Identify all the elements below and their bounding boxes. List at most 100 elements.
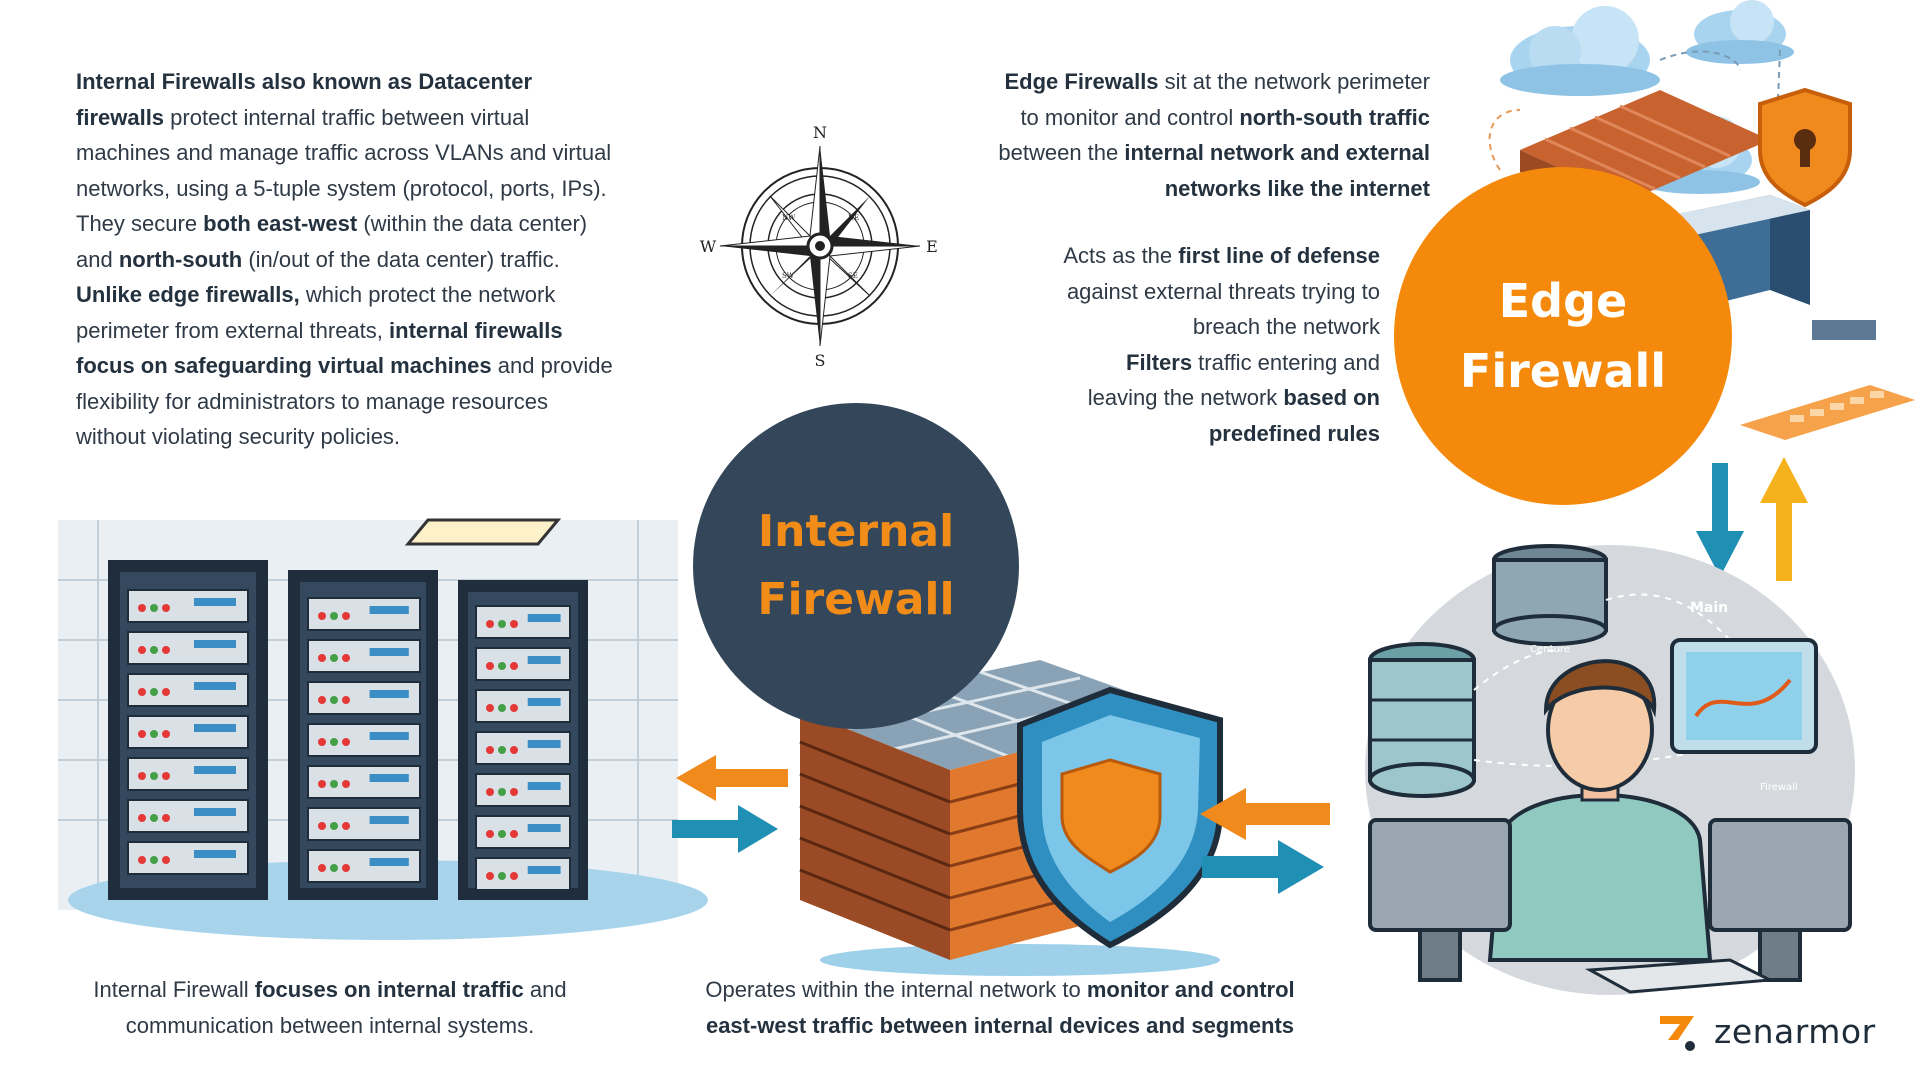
bold-text: predefined rules xyxy=(1208,420,1380,446)
status-led xyxy=(150,688,158,696)
text-line: without violating security policies. xyxy=(76,419,660,455)
server-unit-display xyxy=(527,698,561,706)
server-unit xyxy=(127,673,249,707)
edge-firewall-title-line1: Edge xyxy=(1498,274,1628,328)
keyboard-icon-2 xyxy=(1584,958,1776,994)
database-icon xyxy=(1368,642,1476,798)
status-led xyxy=(138,646,146,654)
status-led xyxy=(498,830,506,838)
status-led xyxy=(342,654,350,662)
status-led xyxy=(498,746,506,754)
bold-text: north-south xyxy=(118,246,243,272)
text: sit at the network perimeter xyxy=(1158,69,1430,94)
dashboard-screen-icon xyxy=(1670,638,1818,754)
edge-firewall-description: Edge Firewalls sit at the network perime… xyxy=(950,64,1430,206)
text: protect internal traffic between virtual xyxy=(164,104,530,130)
bold-text: monitor and control xyxy=(1086,977,1295,1002)
status-led xyxy=(486,620,494,628)
text-line: and north-south (in/out of the data cent… xyxy=(76,242,660,278)
server-unit-display xyxy=(194,808,236,816)
status-led xyxy=(330,864,338,872)
text: and provide xyxy=(491,353,613,378)
status-led xyxy=(162,772,170,780)
server-unit-display xyxy=(527,656,561,664)
status-led xyxy=(510,620,518,628)
edge-firewall-features: Acts as the first line of defense against… xyxy=(980,238,1380,451)
firewall-label: Firewall xyxy=(1760,782,1798,793)
keyboard-icon xyxy=(1740,385,1915,440)
status-led xyxy=(138,604,146,612)
bold-text: east-west traffic between internal devic… xyxy=(705,1012,1295,1038)
status-led xyxy=(498,872,506,880)
text-line: predefined rules xyxy=(980,416,1380,452)
text-line: Internal Firewall focuses on internal tr… xyxy=(60,972,600,1008)
text-line: east-west traffic between internal devic… xyxy=(660,1008,1340,1044)
mortar-line xyxy=(799,868,951,932)
status-led xyxy=(498,704,506,712)
status-led xyxy=(162,814,170,822)
status-led xyxy=(150,646,158,654)
bold-text: based on xyxy=(1283,385,1380,410)
down-arrow-icon xyxy=(1696,463,1744,577)
text-line: firewalls protect internal traffic betwe… xyxy=(76,100,660,136)
text-line: machines and manage traffic across VLANs… xyxy=(76,135,660,171)
server-unit-display xyxy=(194,766,236,774)
server-unit-display xyxy=(194,724,236,732)
text: machines and manage traffic across VLANs… xyxy=(76,140,612,165)
status-led xyxy=(330,822,338,830)
status-led xyxy=(510,704,518,712)
server-unit-display xyxy=(194,682,236,690)
status-led xyxy=(138,730,146,738)
internal-firewall-title-line1: Internal xyxy=(757,506,955,557)
compass-rose-icon: N S W E NE NW SE SW xyxy=(700,123,938,370)
edge-firewall-title-line2: Firewall xyxy=(1459,344,1667,398)
text: to monitor and control xyxy=(1020,104,1240,130)
compass-s-label: S xyxy=(815,351,826,370)
text: Acts as the xyxy=(1063,243,1179,268)
status-led xyxy=(330,696,338,704)
status-led xyxy=(162,646,170,654)
bold-text: internal network and external xyxy=(1124,140,1430,165)
bold-text: Unlike edge firewalls, xyxy=(76,282,300,307)
status-led xyxy=(150,814,158,822)
monitor-left-icon xyxy=(1368,818,1512,982)
status-led xyxy=(318,738,326,746)
server-unit-display xyxy=(527,740,561,748)
text-line: to monitor and control north-south traff… xyxy=(950,100,1430,136)
status-led xyxy=(162,604,170,612)
server-unit-display xyxy=(527,782,561,790)
status-led xyxy=(342,822,350,830)
status-led xyxy=(150,730,158,738)
text: without violating security policies. xyxy=(76,424,401,449)
server-unit-display xyxy=(527,824,561,832)
text: Operates within the internal network to xyxy=(705,977,1087,1002)
status-led xyxy=(138,688,146,696)
status-led xyxy=(510,872,518,880)
status-led xyxy=(138,772,146,780)
status-led xyxy=(342,864,350,872)
status-led xyxy=(318,780,326,788)
compass-w-label: W xyxy=(700,237,717,256)
compass-n-label: N xyxy=(813,123,827,142)
text-line: focus on safeguarding virtual machines a… xyxy=(76,348,660,384)
status-led xyxy=(498,788,506,796)
bold-text: first line of defense xyxy=(1178,243,1380,268)
datacenter-traffic-arrows xyxy=(672,755,788,853)
text-line: networks, using a 5-tuple system (protoc… xyxy=(76,171,660,207)
text-line: against external threats trying to xyxy=(980,274,1380,310)
status-led xyxy=(342,696,350,704)
status-led xyxy=(498,620,506,628)
text-line: Unlike edge firewalls, which protect the… xyxy=(76,277,660,313)
server-unit-display xyxy=(369,774,409,782)
status-led xyxy=(486,788,494,796)
text-line: They secure both east-west (within the d… xyxy=(76,206,660,242)
zenarmor-logo: zenarmor xyxy=(1658,1010,1878,1058)
text: perimeter from external threats, xyxy=(76,317,390,343)
status-led xyxy=(342,780,350,788)
status-led xyxy=(138,856,146,864)
text: communication between internal systems. xyxy=(125,1012,535,1038)
status-led xyxy=(318,612,326,620)
text-line: between the internal network and externa… xyxy=(950,135,1430,171)
status-led xyxy=(150,772,158,780)
text: between the xyxy=(998,140,1125,165)
